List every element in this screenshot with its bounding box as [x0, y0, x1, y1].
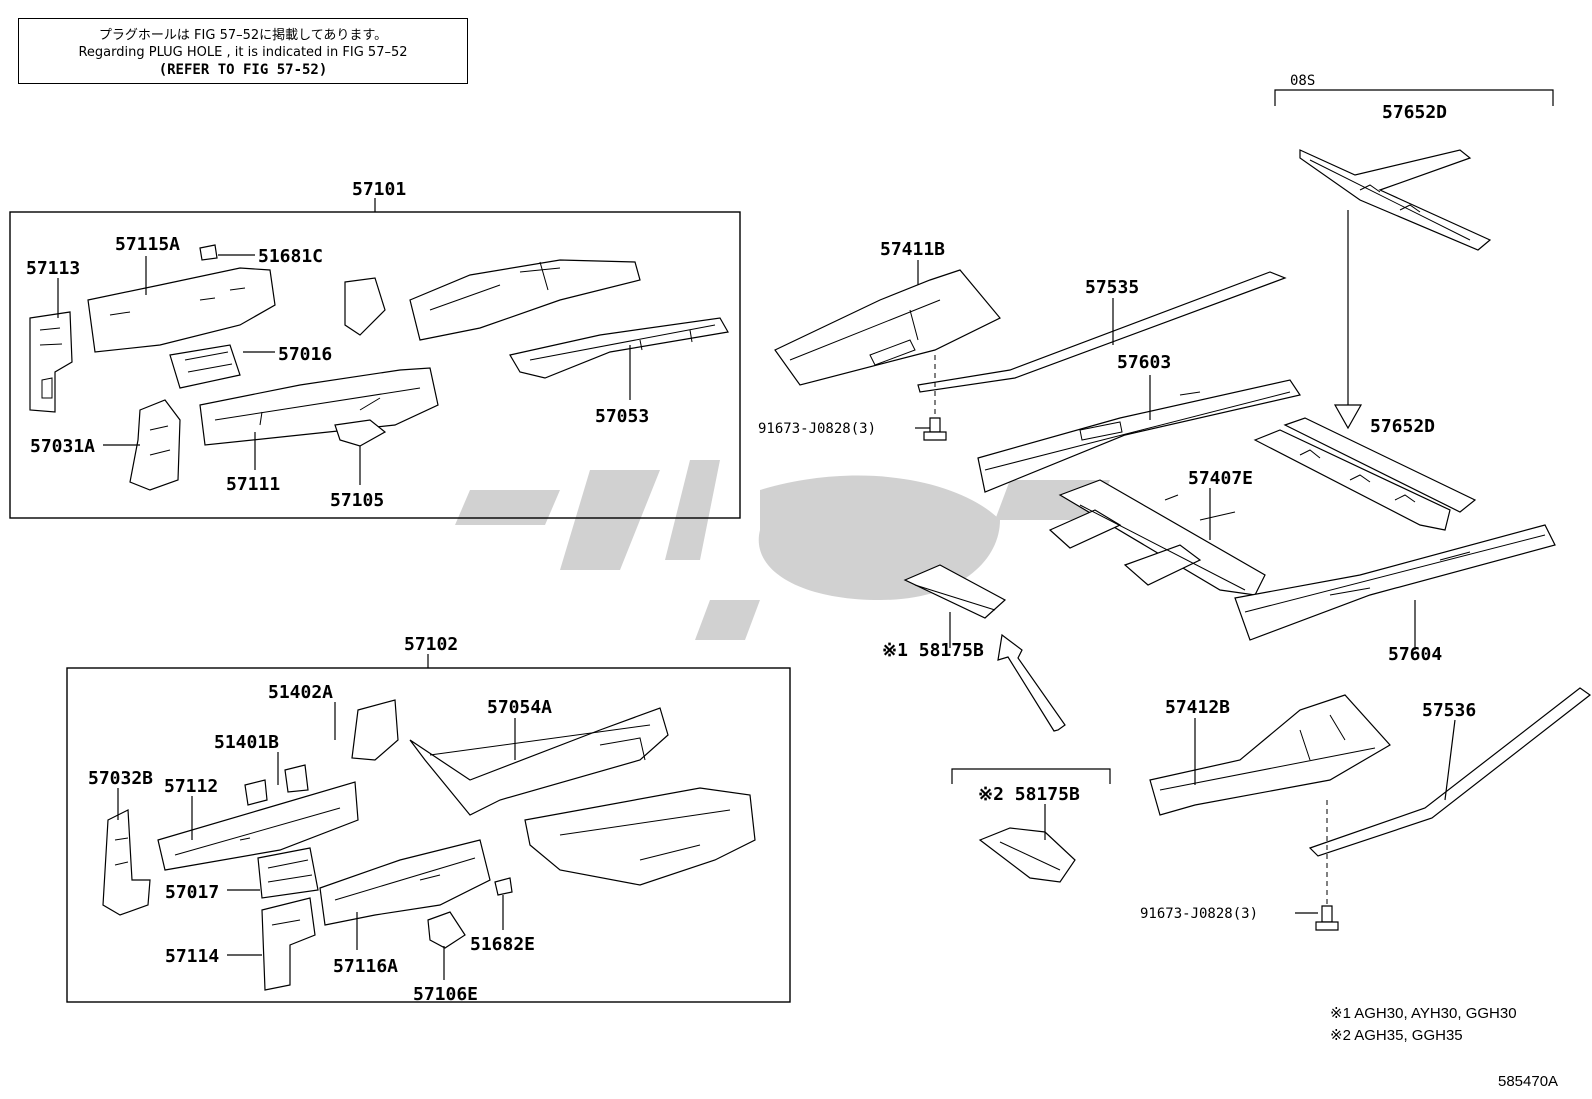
bolt-91673-upper[interactable]	[923, 355, 947, 441]
label-57652D[interactable]: 57652D	[1370, 416, 1435, 437]
label-57652D-top[interactable]: 57652D	[1382, 102, 1447, 123]
part-51682E[interactable]	[494, 877, 513, 896]
note-english-text: Regarding PLUG HOLE , it is indicated in…	[78, 45, 408, 60]
part-51401B[interactable]	[244, 764, 309, 806]
arrow-down-assembly	[1333, 210, 1363, 430]
label-51682E[interactable]: 51682E	[470, 934, 535, 955]
label-57411B[interactable]: 57411B	[880, 239, 945, 260]
label-57407E[interactable]: 57407E	[1188, 468, 1253, 489]
part-57032B[interactable]	[102, 809, 151, 916]
figure-id: 585470A	[1498, 1073, 1559, 1090]
part-57116A[interactable]	[319, 839, 491, 926]
part-57407E[interactable]	[1048, 479, 1266, 596]
label-57113[interactable]: 57113	[26, 258, 80, 279]
label-91673-J0828-lower[interactable]: 91673-J0828(3)	[1140, 906, 1258, 922]
label-57054A[interactable]: 57054A	[487, 697, 552, 718]
part-57112[interactable]	[157, 781, 359, 871]
label-57115A[interactable]: 57115A	[115, 234, 180, 255]
part-57603[interactable]	[977, 379, 1301, 493]
part-57114[interactable]	[261, 897, 316, 991]
note-refer-text: (REFER TO FIG 57-52)	[158, 62, 328, 78]
part-58175B-variant1[interactable]	[903, 564, 1007, 619]
label-08S: 08S	[1290, 73, 1315, 89]
part-57652D-top[interactable]	[1299, 149, 1492, 251]
label-57536[interactable]: 57536	[1422, 700, 1476, 721]
label-57105[interactable]: 57105	[330, 490, 384, 511]
part-57105[interactable]	[334, 419, 387, 447]
legend-line-2: ※2 AGH35, GGH35	[1330, 1027, 1463, 1044]
label-51402A[interactable]: 51402A	[268, 682, 333, 703]
label-51681C[interactable]: 51681C	[258, 246, 323, 267]
note-japanese-text: プラグホールは FIG 57–52に掲載してあります。	[98, 28, 388, 43]
label-57106E[interactable]: 57106E	[413, 984, 478, 1005]
part-upper-crossmember	[409, 259, 641, 341]
label-51401B[interactable]: 51401B	[214, 732, 279, 753]
part-51402A[interactable]	[351, 699, 399, 761]
part-bracket-upper-small	[344, 277, 386, 336]
bracket-08S	[1274, 89, 1554, 106]
label-57604[interactable]: 57604	[1388, 644, 1442, 665]
bracket-58175B-variant2	[951, 768, 1111, 784]
part-57106E[interactable]	[427, 911, 466, 949]
label-57101: 57101	[352, 179, 406, 200]
part-58175B-variant2[interactable]	[978, 827, 1076, 883]
label-57114[interactable]: 57114	[165, 946, 219, 967]
label-57102: 57102	[404, 634, 458, 655]
part-lower-crossmember	[524, 787, 756, 886]
label-57016[interactable]: 57016	[278, 344, 332, 365]
reference-note-box: プラグホールは FIG 57–52に掲載してあります。 Regarding PL…	[18, 18, 468, 84]
part-57115A[interactable]	[87, 267, 276, 353]
label-58175B-variant1[interactable]: ※1 58175B	[882, 640, 984, 661]
leader-lines	[57, 254, 1456, 980]
label-58175B-variant2[interactable]: ※2 58175B	[978, 784, 1080, 805]
bolt-91673-lower[interactable]	[1315, 800, 1339, 931]
arrow-up-58175B	[997, 633, 1066, 732]
label-57603[interactable]: 57603	[1117, 352, 1171, 373]
label-57032B[interactable]: 57032B	[88, 768, 153, 789]
part-57604[interactable]	[1234, 524, 1556, 641]
part-57031A[interactable]	[129, 399, 181, 491]
part-57113[interactable]	[29, 311, 73, 413]
watermark-logo	[455, 460, 1110, 640]
part-57017[interactable]	[257, 847, 319, 899]
part-57412B[interactable]	[1149, 694, 1391, 816]
label-57017[interactable]: 57017	[165, 882, 219, 903]
part-57054A[interactable]	[409, 707, 669, 816]
part-57111[interactable]	[199, 367, 439, 446]
model-legend: ※1 AGH30, AYH30, GGH30 ※2 AGH35, GGH35	[1330, 1003, 1517, 1047]
part-51681C[interactable]	[199, 244, 218, 261]
part-57536[interactable]	[1308, 687, 1592, 857]
part-57535[interactable]	[917, 271, 1287, 393]
part-57652D[interactable]	[1253, 417, 1477, 531]
label-57535[interactable]: 57535	[1085, 277, 1139, 298]
label-57031A[interactable]: 57031A	[30, 436, 95, 457]
part-57016[interactable]	[169, 344, 241, 389]
part-57411B[interactable]	[774, 269, 1001, 386]
label-57116A[interactable]: 57116A	[333, 956, 398, 977]
label-91673-J0828-upper[interactable]: 91673-J0828(3)	[758, 421, 876, 437]
label-57053[interactable]: 57053	[595, 406, 649, 427]
part-57053[interactable]	[509, 317, 729, 379]
legend-line-1: ※1 AGH30, AYH30, GGH30	[1330, 1005, 1517, 1022]
label-57111[interactable]: 57111	[226, 474, 280, 495]
label-57412B[interactable]: 57412B	[1165, 697, 1230, 718]
label-57112[interactable]: 57112	[164, 776, 218, 797]
